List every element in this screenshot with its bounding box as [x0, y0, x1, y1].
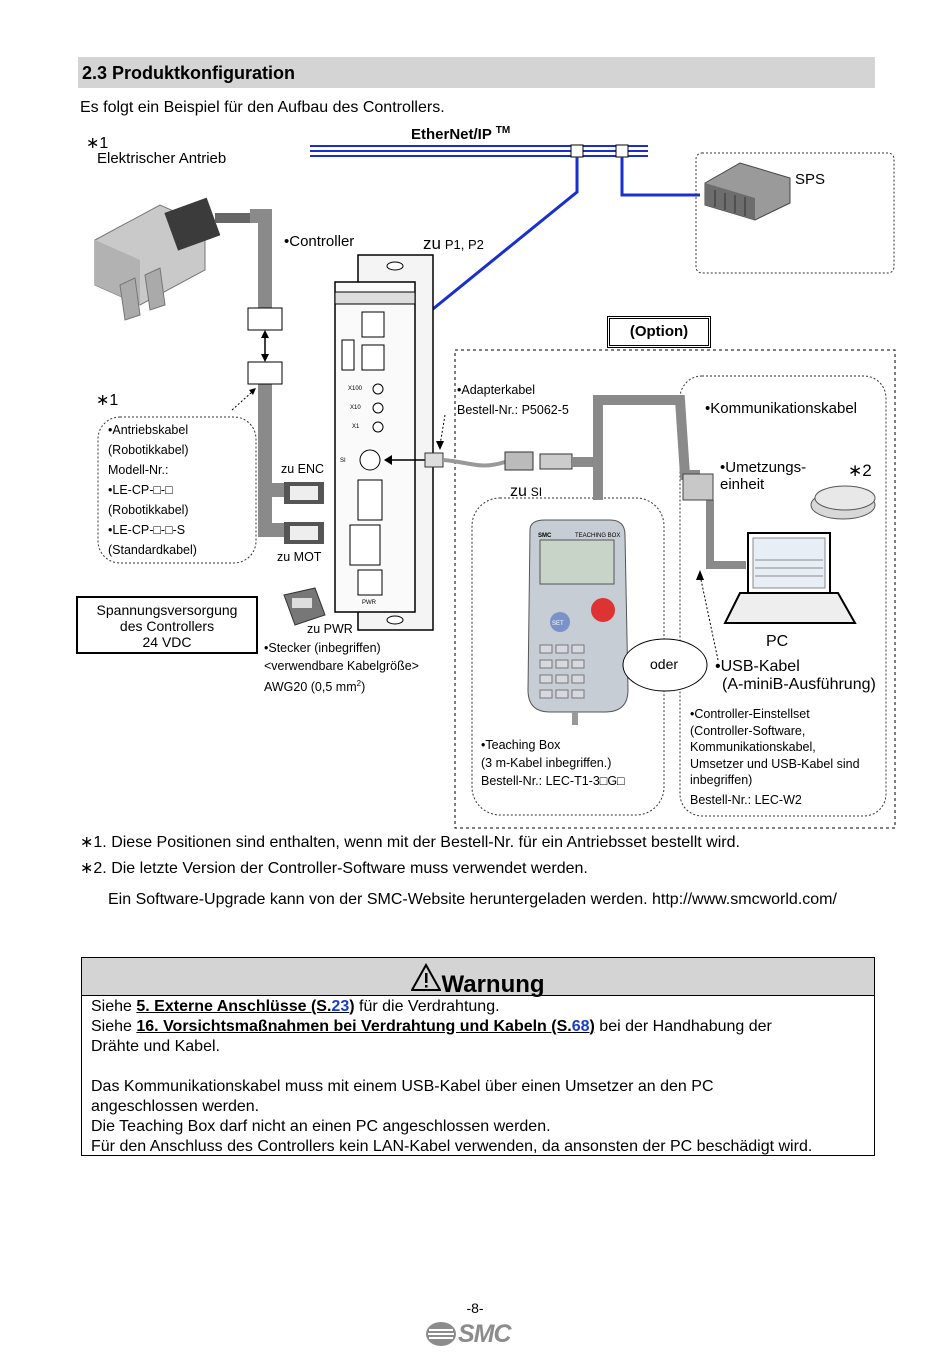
note1-marker-mid: ∗1	[96, 392, 119, 409]
teaching-box-image: SET TEACHING BOX SMC	[527, 519, 629, 725]
teaching-box-label: •Teaching Box (3 m-Kabel inbegriffen.) B…	[481, 738, 625, 788]
converter-label: •Umetzungs- einheit	[720, 459, 807, 493]
smc-logo: SMC	[424, 1318, 528, 1350]
note-1: ∗1. Diese Positionen sind enthalten, wen…	[80, 834, 740, 851]
teaching-box-brand: SMC	[538, 533, 552, 539]
page-number: -8-	[466, 1300, 484, 1316]
adapter-cable-label: •Adapterkabel Bestell-Nr.: P5062-5	[457, 383, 569, 417]
port-label-x100: X100	[348, 386, 363, 392]
teaching-box-area	[471, 497, 665, 816]
zu-enc-label: zu ENC	[281, 462, 325, 476]
warning-para2-line-2: angeschlossen werden.	[91, 1098, 260, 1115]
pwr-connector	[283, 587, 326, 626]
teaching-box-model-label: TEACHING BOX	[575, 533, 620, 539]
usb-cable-label: •USB-Kabel (A-miniB-Ausführung)	[715, 658, 876, 693]
warning-line-2: Siehe 16. Vorsichtsmaßnahmen bei Verdrah…	[91, 1018, 772, 1035]
section-title: 2.3 Produktkonfiguration	[82, 63, 296, 83]
comm-cable-label: •Kommunikationskabel	[705, 400, 857, 417]
ethernet-label: EtherNet/IP TM	[411, 125, 511, 143]
note-3: Ein Software-Upgrade kann von der SMC-We…	[108, 891, 837, 908]
zu-pwr-label: zu PWR	[307, 622, 353, 636]
adapter-cable	[384, 414, 600, 471]
warning-body: Siehe 5. Externe Anschlüsse (S.23) für d…	[91, 997, 871, 1157]
smc-logo-mark	[426, 1322, 456, 1346]
set-button-label: SET	[552, 621, 564, 627]
zu-si-label: zu SI	[510, 483, 543, 500]
oder-label: oder	[650, 656, 679, 672]
note2-marker: ∗2	[848, 461, 872, 480]
note1-marker-top: ∗1	[86, 135, 109, 152]
mot-connector	[284, 522, 324, 544]
warning-box: Warnung Siehe 5. Externe Anschlüsse (S.2…	[81, 957, 875, 1156]
port-label-x1: X1	[352, 424, 360, 430]
electric-actuator-image	[94, 197, 250, 321]
software-cd-icon	[810, 485, 876, 520]
option-area	[454, 349, 896, 829]
warning-title: Warnung	[410, 962, 545, 998]
link-external-connections[interactable]: 5. Externe Anschlüsse (S.23)	[136, 998, 355, 1015]
ethernet-bus	[310, 144, 700, 354]
power-supply-box: Spannungsversorgung des Controllers 24 V…	[76, 596, 258, 654]
converter-unit-icon	[682, 473, 714, 501]
warning-triangle-icon	[410, 962, 443, 991]
controller-unit: X100 X10 X1 SI PWR	[334, 254, 434, 631]
option-badge: (Option)	[607, 316, 711, 348]
warning-para2-line-4: Für den Anschluss des Controllers kein L…	[91, 1138, 813, 1155]
warning-header: Warnung	[82, 958, 874, 998]
setup-kit-label: •Controller-Einstellset (Controller-Soft…	[690, 707, 860, 807]
warning-line-1: Siehe 5. Externe Anschlüsse (S.23) für d…	[91, 998, 500, 1015]
cable-connector-bottom	[247, 361, 283, 385]
sps-frame	[695, 152, 895, 274]
port-label-pwr: PWR	[362, 600, 377, 606]
enc-connector	[284, 482, 324, 504]
plc-icon	[704, 162, 791, 221]
link-wiring-precautions[interactable]: 16. Vorsichtsmaßnahmen bei Verdrahtung u…	[136, 1018, 595, 1035]
configuration-diagram: X100 X10 X1 SI PWR	[94, 144, 896, 829]
pc-laptop-icon	[723, 532, 857, 624]
warning-para2-line-3: Die Teaching Box darf nicht an einen PC …	[91, 1118, 551, 1135]
section-header: 2.3 Produktkonfiguration	[78, 57, 875, 88]
port-label-x10: X10	[350, 405, 361, 411]
warning-para2-line-1: Das Kommunikationskabel muss mit einem U…	[91, 1078, 714, 1095]
pc-label: PC	[766, 633, 789, 650]
actuator-label: Elektrischer Antrieb	[97, 150, 227, 167]
intro-text: Es folgt ein Beispiel für den Aufbau des…	[80, 99, 445, 116]
zu-mot-label: zu MOT	[277, 550, 322, 564]
setup-kit-area	[679, 375, 887, 817]
usb-cable-line	[706, 500, 746, 569]
connector-note: •Stecker (inbegriffen) <verwendbare Kabe…	[264, 641, 419, 695]
note-2: ∗2. Die letzte Version der Controller-So…	[80, 860, 588, 877]
warning-line-3: Drähte und Kabel.	[91, 1038, 220, 1055]
actuator-cable	[250, 209, 290, 537]
port-label-si: SI	[340, 458, 346, 464]
zu-p-label: zu P1, P2	[423, 234, 484, 253]
cable-spec-frame	[97, 416, 257, 564]
oder-ellipse	[622, 638, 708, 692]
cable-connector-top	[247, 307, 283, 331]
controller-label: •Controller	[284, 233, 355, 250]
cable-spec-list: •Antriebskabel (Robotikkabel) Modell-Nr.…	[108, 423, 197, 557]
sps-label: SPS	[795, 171, 826, 188]
smc-logo-text: SMC	[458, 1320, 512, 1348]
